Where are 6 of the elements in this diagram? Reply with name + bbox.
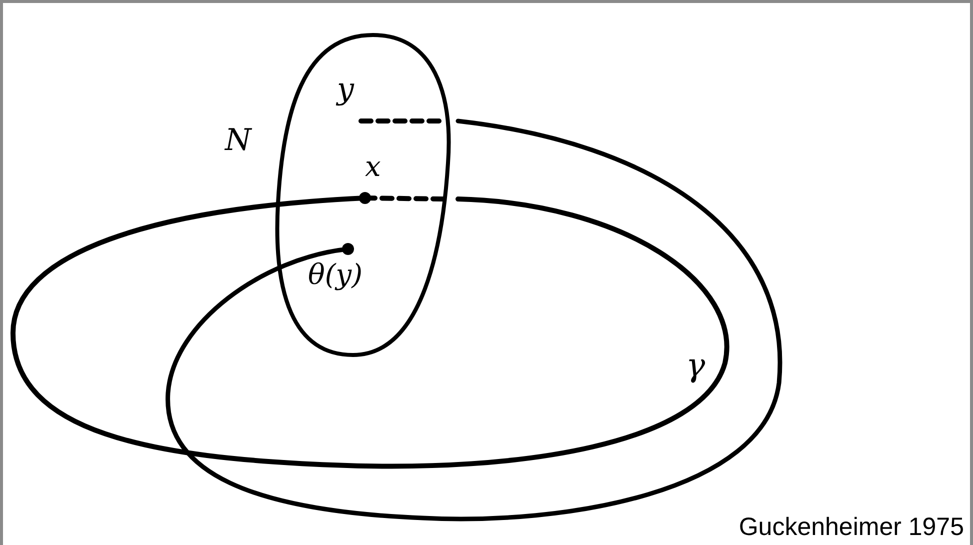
- point-label: x: [365, 153, 381, 181]
- point-label: θ(y): [308, 261, 363, 289]
- source-caption: Guckenheimer 1975: [738, 514, 964, 541]
- section-label: N: [225, 126, 252, 156]
- orbit-label: γ: [686, 349, 706, 381]
- point-label: y: [337, 75, 354, 105]
